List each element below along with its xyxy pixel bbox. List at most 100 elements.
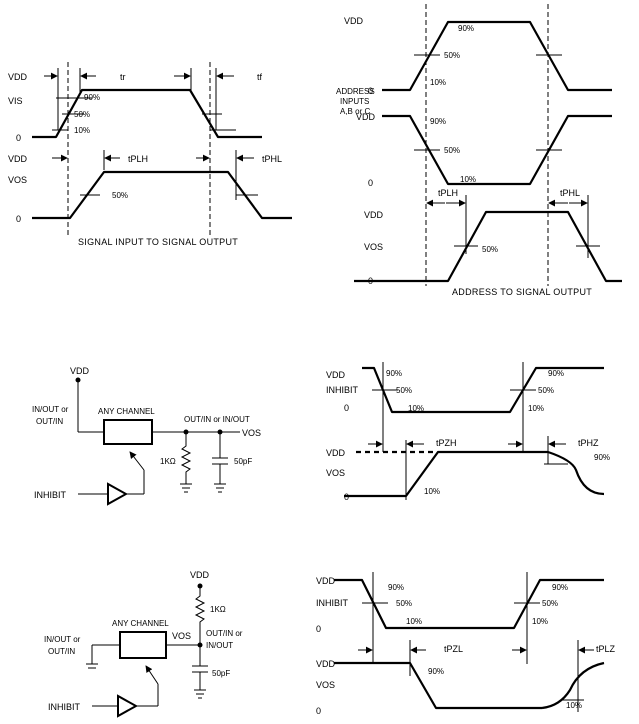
inhibit-label: INHIBIT (34, 490, 67, 500)
q-50-label: 50% (444, 146, 460, 155)
vos-label: VOS (364, 242, 383, 252)
zero-label: 0 (368, 86, 373, 96)
tr-label: tr (120, 72, 126, 82)
out90-label: 90% (428, 667, 444, 676)
inhibit-waveform (362, 366, 604, 414)
caption-address: ADDRESS TO SIGNAL OUTPUT (452, 287, 592, 297)
a90-label: 90% (386, 369, 402, 378)
zero-label: 0 (16, 133, 21, 143)
a10-label: 10% (408, 404, 424, 413)
panel-tpzl-tplz: VDD INHIBIT 0 90% 50% 10% 90% 50% 10% tP… (316, 572, 616, 716)
vos-label: VOS (242, 428, 261, 438)
pct-90-label: 90% (458, 24, 474, 33)
a90-label: 90% (388, 583, 404, 592)
pct-50-label: 50% (444, 51, 460, 60)
address-output-waveform (354, 210, 622, 283)
capacitor-label: 50pF (212, 669, 230, 678)
resistor-1k (194, 586, 206, 644)
vdd2-label: VDD (316, 659, 336, 669)
resistor-1k (180, 432, 192, 484)
vdd-label: VDD (8, 72, 28, 82)
a50-label: 50% (396, 386, 412, 395)
out-50-label: 50% (112, 191, 128, 200)
tphl-label: tPHL (262, 154, 282, 164)
vdd2-label: VDD (8, 154, 28, 164)
input-label-2: OUT/IN (48, 647, 75, 656)
vdd2-label: VDD (356, 112, 376, 122)
circuit-1-test-setup: VDD IN/OUT or OUT/IN ANY CHANNEL OUT/IN … (32, 366, 261, 506)
any-channel-switch (119, 631, 167, 659)
zero2-label: 0 (16, 214, 21, 224)
inhibit-waveform (334, 578, 604, 630)
inhibit-label: INHIBIT (48, 702, 81, 712)
zero-label: 0 (344, 403, 349, 413)
tplz-label: tPLZ (596, 644, 616, 654)
output-decay (547, 450, 605, 496)
q-90-label: 90% (430, 117, 446, 126)
control-arrow (129, 451, 145, 471)
vdd-label: VDD (326, 370, 346, 380)
inhibit-buffer (107, 482, 129, 506)
output-waveform-low (334, 661, 542, 710)
out-label-1: OUT/IN or (206, 629, 243, 638)
panel-tpzh-tphz: VDD INHIBIT 0 90% 50% 10% 90% 50% 10% tP… (326, 362, 610, 502)
input-label-2: OUT/IN (36, 417, 63, 426)
zero-label: 0 (316, 624, 321, 634)
b90-label: 90% (548, 369, 564, 378)
tphz-label: tPHZ (578, 438, 599, 448)
control-arrow (145, 665, 159, 685)
zero2-label: 0 (316, 706, 321, 716)
address-rising-waveform (382, 20, 612, 92)
out-label: OUT/IN or IN/OUT (184, 415, 250, 424)
a50-label: 50% (396, 599, 412, 608)
capacitor-label: 50pF (234, 457, 252, 466)
tphl-label: tPHL (560, 188, 580, 198)
b10-label: 10% (532, 617, 548, 626)
tpzl-label: tPZL (444, 644, 463, 654)
tpzh-label: tPZH (436, 438, 457, 448)
pct-90-label: 90% (84, 93, 100, 102)
vos-label: VOS (326, 468, 345, 478)
resistor-label: 1KΩ (160, 457, 176, 466)
panel-address-to-output: VDD 0 ADDRESS INPUTS A,B or C 90% 50% 10… (336, 4, 622, 297)
address-falling-waveform (382, 114, 612, 186)
a10-label: 10% (406, 617, 422, 626)
inhibit-buffer (117, 694, 139, 718)
vdd2-label: VDD (326, 448, 346, 458)
output-waveform (32, 170, 292, 220)
vos-label: VOS (172, 631, 191, 641)
caption-signal: SIGNAL INPUT TO SIGNAL OUTPUT (78, 237, 238, 247)
circuit-2-test-setup: VDD 1KΩ ANY CHANNEL IN/OUT or OUT/IN VOS… (44, 570, 243, 718)
vdd-node (75, 377, 81, 383)
vdd-label: VDD (70, 366, 90, 376)
any-channel-switch (103, 419, 153, 445)
resistor-label: 1KΩ (210, 605, 226, 614)
address-label-3: A,B or C (340, 107, 370, 116)
vos-label: VOS (8, 175, 27, 185)
out10-label: 10% (424, 487, 440, 496)
vdd-label: VDD (316, 576, 336, 586)
tplh-label: tPLH (128, 154, 148, 164)
address-label-1: ADDRESS (336, 87, 375, 96)
inhibit-label: INHIBIT (316, 598, 349, 608)
out10-label: 10% (566, 701, 582, 710)
vdd-label: VDD (190, 570, 210, 580)
vis-label: VIS (8, 96, 23, 106)
tf-label: tf (257, 72, 263, 82)
output-waveform-high (344, 450, 548, 498)
inhibit-label: INHIBIT (326, 385, 359, 395)
vdd3-label: VDD (364, 210, 384, 220)
b50-label: 50% (542, 599, 558, 608)
vdd-label: VDD (344, 16, 364, 26)
input-label-1: IN/OUT or (44, 635, 81, 644)
tplh-label: tPLH (438, 188, 458, 198)
address-label-2: INPUTS (340, 97, 369, 106)
b10-label: 10% (528, 404, 544, 413)
panel-signal-input-to-output: VDD VIS 0 tr tf 90% 50% 10% VDD VOS 0 tP… (8, 62, 292, 247)
any-channel-label: ANY CHANNEL (98, 407, 155, 416)
zero3-label: 0 (368, 276, 373, 286)
input-waveform (32, 88, 262, 139)
pct-10-label: 10% (74, 126, 90, 135)
vos-label: VOS (316, 680, 335, 690)
